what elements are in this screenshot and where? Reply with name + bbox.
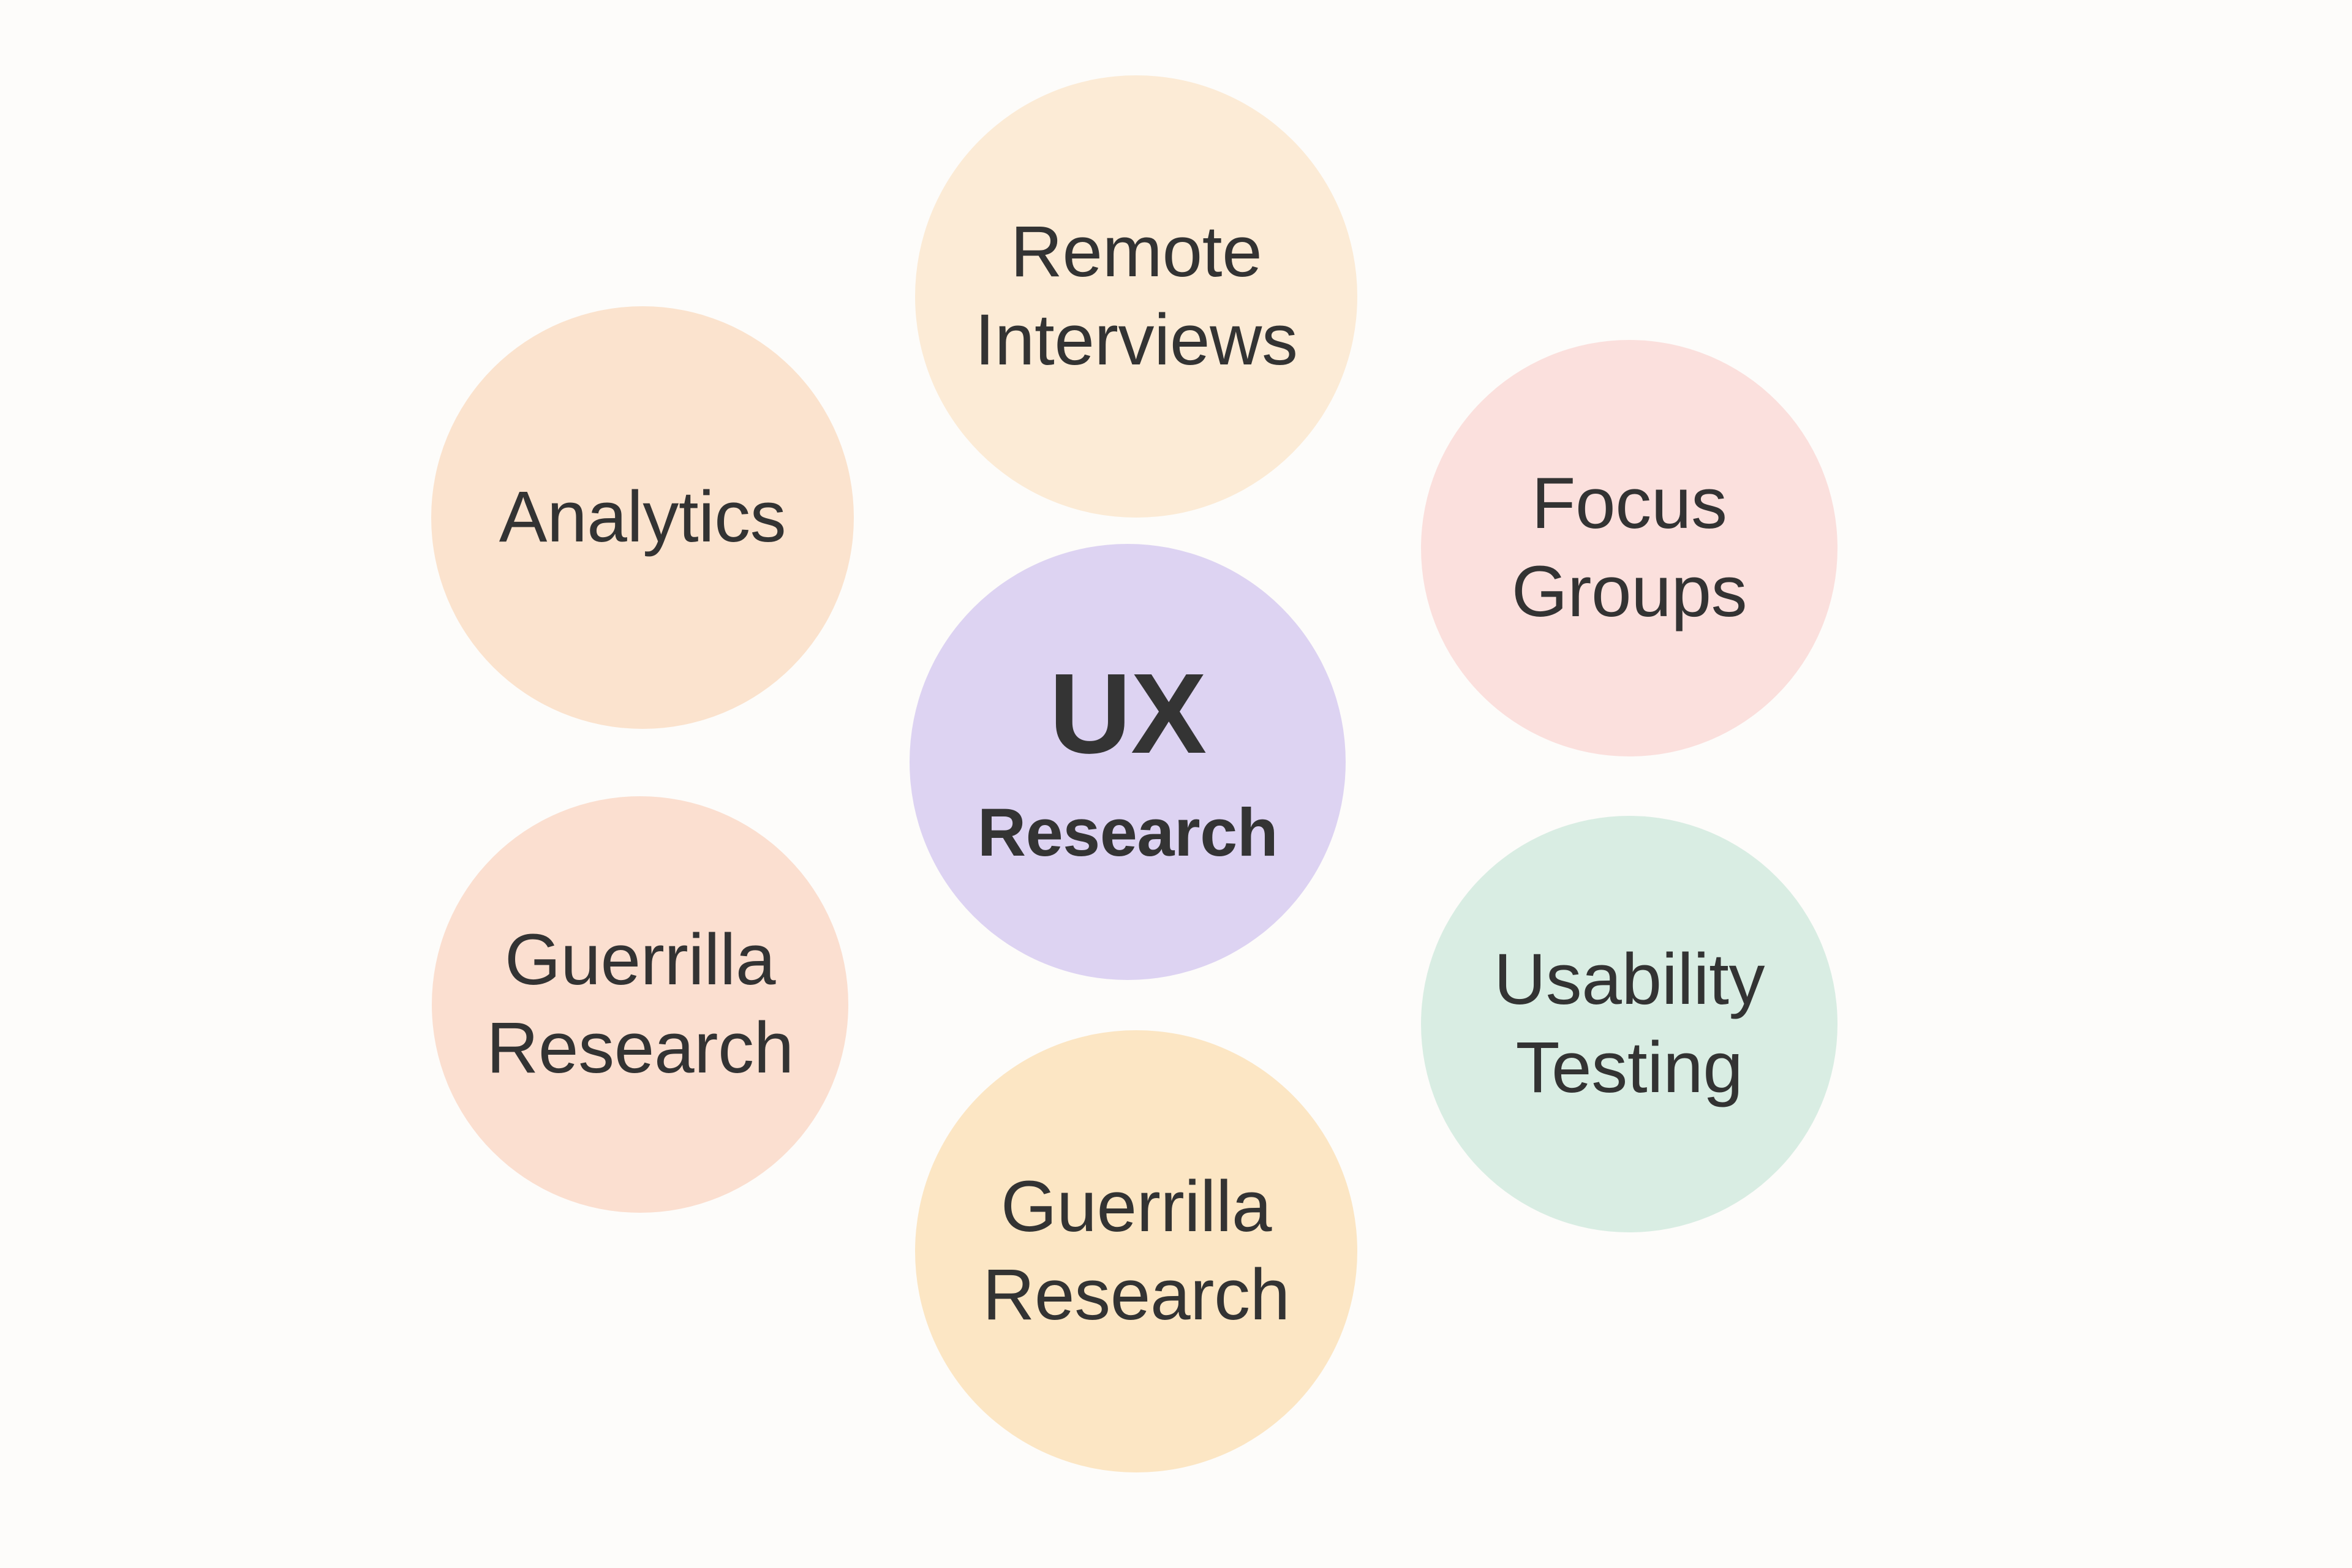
branch-node-focus-groups[interactable]: Focus Groups xyxy=(1421,340,1838,756)
branch-node-analytics[interactable]: Analytics xyxy=(431,306,854,729)
branch-node-label: Remote Interviews xyxy=(974,211,1298,380)
branch-node-remote-interviews[interactable]: Remote Interviews xyxy=(915,75,1357,518)
branch-node-usability-testing[interactable]: Usability Testing xyxy=(1421,816,1838,1232)
branch-node-label: Focus Groups xyxy=(1511,463,1747,632)
hub-node-ux-research[interactable]: UX Research xyxy=(910,544,1346,980)
hub-primary-label: UX xyxy=(1049,650,1207,777)
hub-secondary-label: Research xyxy=(977,795,1278,870)
branch-node-label: Guerrilla Research xyxy=(486,919,794,1088)
branch-node-label: Usability Testing xyxy=(1493,939,1765,1108)
branch-node-label: Guerrilla Research xyxy=(982,1166,1290,1335)
branch-node-guerrilla-research-left[interactable]: Guerrilla Research xyxy=(432,796,848,1213)
branch-node-guerrilla-research-bottom[interactable]: Guerrilla Research xyxy=(915,1030,1357,1472)
branch-node-label: Analytics xyxy=(499,477,786,558)
